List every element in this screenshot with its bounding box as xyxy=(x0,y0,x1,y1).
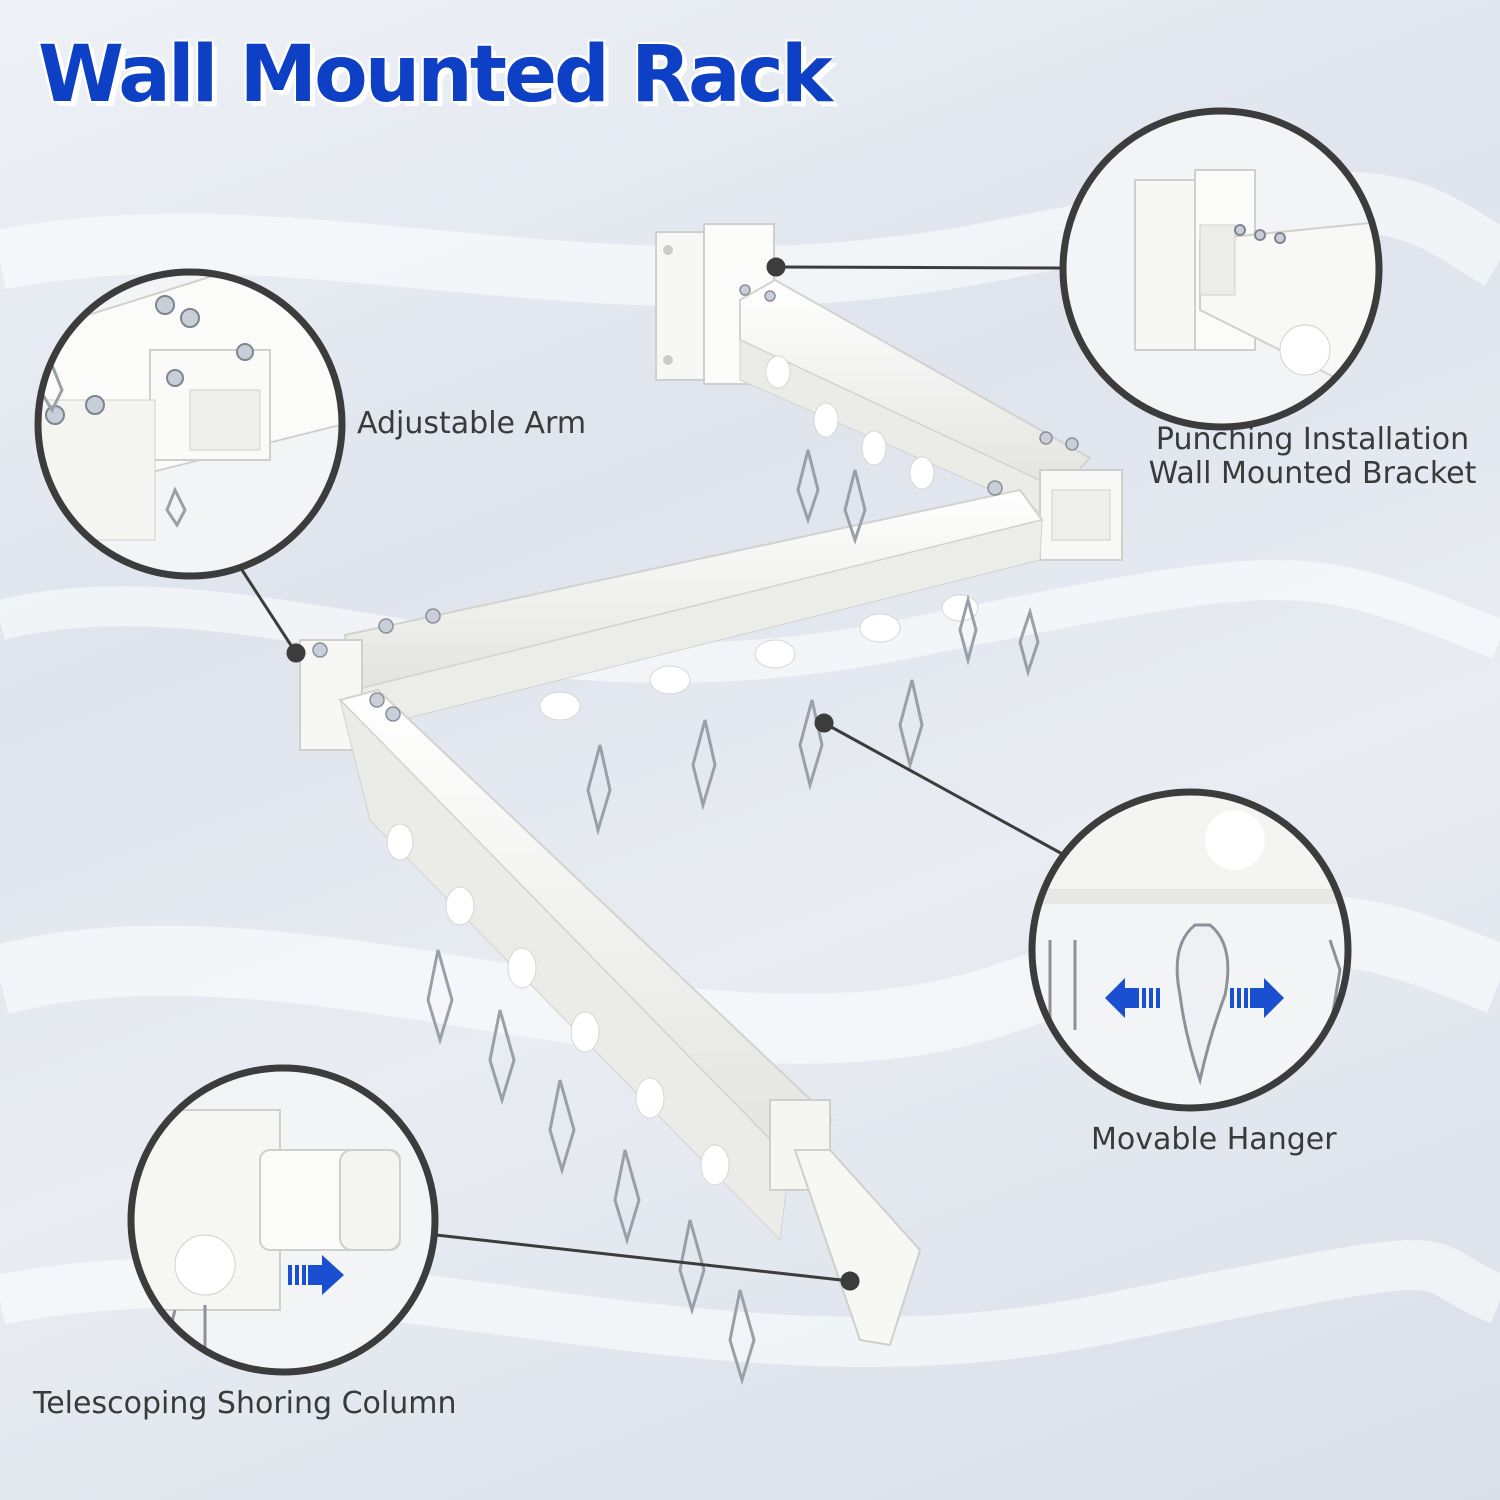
hanger-clips xyxy=(426,449,1040,1386)
bracket-label-line1: Punching Installation xyxy=(1155,422,1470,457)
arrow-left-icon xyxy=(1105,978,1160,1018)
arrow-right-small-icon xyxy=(288,1255,344,1295)
rack xyxy=(299,223,1123,1386)
callout-bracket xyxy=(1059,107,1383,431)
leader-lines xyxy=(240,257,1067,1291)
page-title: Wall Mounted Rack xyxy=(38,30,833,120)
adjustable-arm-label: Adjustable Arm xyxy=(357,406,587,441)
arrow-right-icon xyxy=(1230,978,1284,1018)
bracket-label-line2: Wall Mounted Bracket xyxy=(1148,456,1477,491)
telescoping-column-label: Telescoping Shoring Column xyxy=(33,1386,457,1421)
callout-telescoping-column xyxy=(127,1064,439,1376)
bracket-label: Punching Installation Wall Mounted Brack… xyxy=(1130,423,1495,491)
telescoping-rod xyxy=(793,1149,922,1347)
callout-movable-hanger xyxy=(1028,788,1352,1112)
movable-hanger-label: Movable Hanger xyxy=(1091,1122,1337,1157)
callout-adjustable-arm xyxy=(34,268,346,580)
front-bar xyxy=(338,688,834,1162)
